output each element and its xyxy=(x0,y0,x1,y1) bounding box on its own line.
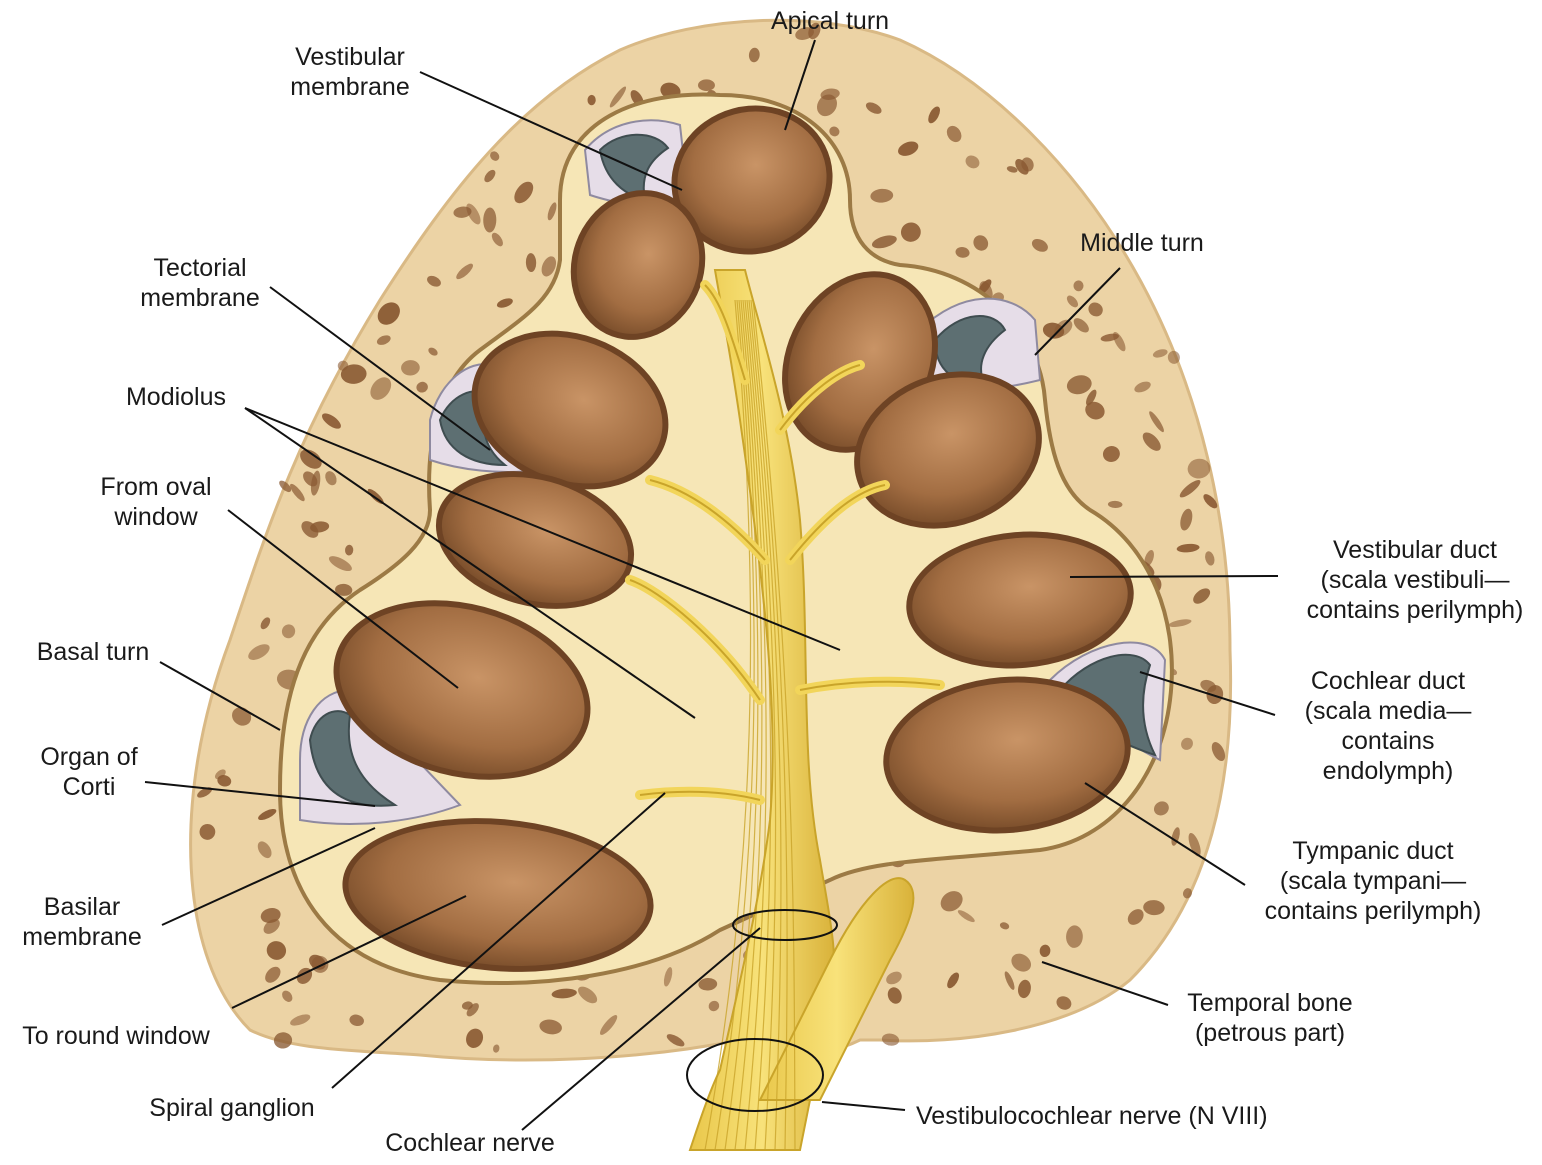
label-tympanic-duct: Tympanic duct(scala tympani—contains per… xyxy=(1248,836,1498,926)
label-apical-turn: Apical turn xyxy=(760,6,900,36)
bone-pit xyxy=(698,79,715,91)
label-line: Apical turn xyxy=(760,6,900,36)
label-line: Vestibular xyxy=(270,42,430,72)
label-line: (petrous part) xyxy=(1170,1018,1370,1048)
label-line: contains perilymph) xyxy=(1290,595,1540,625)
label-line: membrane xyxy=(6,922,158,952)
label-line: Basal turn xyxy=(20,637,166,667)
label-line: (scala vestibuli— xyxy=(1290,565,1540,595)
label-line: Middle turn xyxy=(1064,228,1220,258)
label-line: Tympanic duct xyxy=(1248,836,1498,866)
label-temporal-bone: Temporal bone(petrous part) xyxy=(1170,988,1370,1048)
label-line: Cochlear duct xyxy=(1280,666,1496,696)
label-tectorial-membrane: Tectorialmembrane xyxy=(120,253,280,313)
label-line: endolymph) xyxy=(1280,756,1496,786)
label-line: Temporal bone xyxy=(1170,988,1370,1018)
label-line: contains xyxy=(1280,726,1496,756)
label-modiolus: Modiolus xyxy=(108,382,244,412)
label-line: membrane xyxy=(270,72,430,102)
label-basal-turn: Basal turn xyxy=(20,637,166,667)
label-line: Vestibulocochlear nerve (N VIII) xyxy=(916,1101,1296,1131)
leader-line-vestibular-duct xyxy=(1070,576,1278,577)
label-line: Tectorial xyxy=(120,253,280,283)
label-line: (scala media— xyxy=(1280,696,1496,726)
leader-line-vestibulocochlear-nerve xyxy=(822,1102,905,1110)
label-line: To round window xyxy=(6,1021,226,1051)
label-line: Vestibular duct xyxy=(1290,535,1540,565)
label-line: Spiral ganglion xyxy=(132,1093,332,1123)
label-line: Cochlear nerve xyxy=(370,1128,570,1158)
label-line: window xyxy=(86,502,226,532)
label-basilar-membrane: Basilarmembrane xyxy=(6,892,158,952)
label-line: contains perilymph) xyxy=(1248,896,1498,926)
label-line: From oval xyxy=(86,472,226,502)
label-middle-turn: Middle turn xyxy=(1064,228,1220,258)
label-line: Basilar xyxy=(6,892,158,922)
label-line: Corti xyxy=(22,772,156,802)
label-line: (scala tympani— xyxy=(1248,866,1498,896)
label-spiral-ganglion: Spiral ganglion xyxy=(132,1093,332,1123)
label-vestibular-duct: Vestibular duct(scala vestibuli—contains… xyxy=(1290,535,1540,625)
label-to-round-window: To round window xyxy=(6,1021,226,1051)
label-line: Modiolus xyxy=(108,382,244,412)
label-line: Organ of xyxy=(22,742,156,772)
label-cochlear-nerve: Cochlear nerve xyxy=(370,1128,570,1158)
label-vestibulocochlear-nerve: Vestibulocochlear nerve (N VIII) xyxy=(916,1101,1296,1131)
label-line: membrane xyxy=(120,283,280,313)
